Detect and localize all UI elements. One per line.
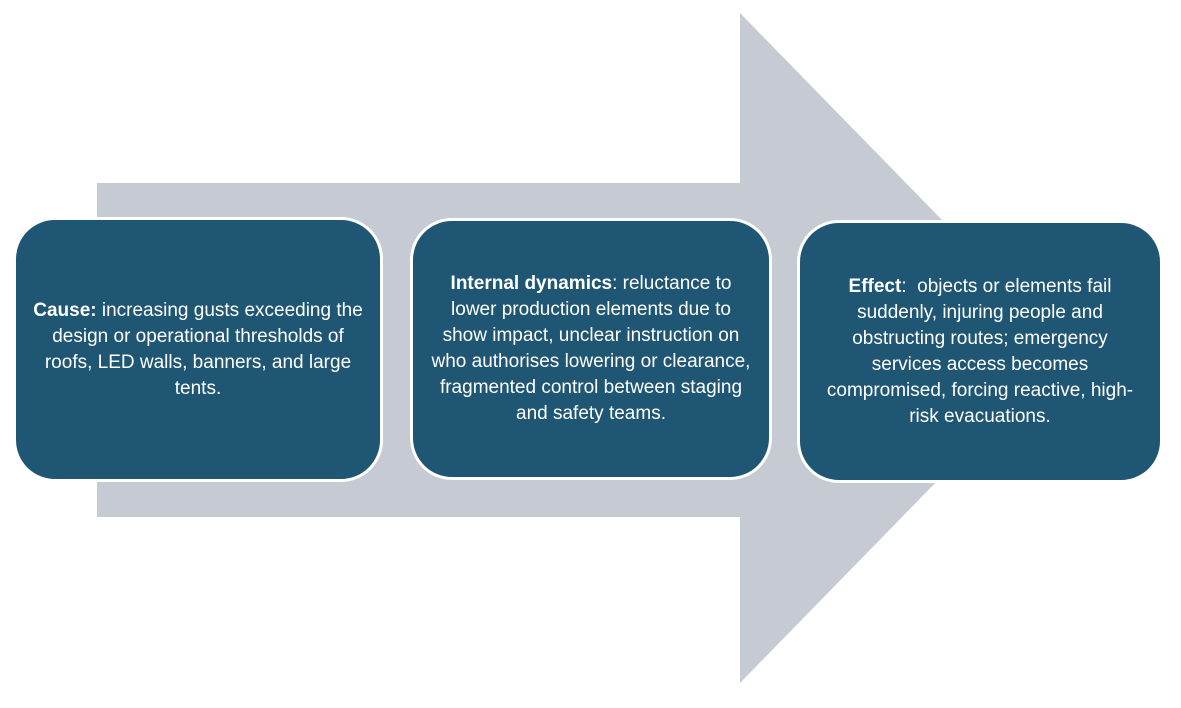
internal-dynamics-box: Internal dynamics: reluctance to lower p…	[410, 218, 772, 480]
internal-dynamics-box-body: : reluctance to lower production element…	[431, 273, 756, 424]
effect-box: Effect: objects or elements fail suddenl…	[797, 220, 1163, 483]
cause-box: Cause: increasing gusts exceeding the de…	[13, 217, 383, 482]
cause-box-text: Cause: increasing gusts exceeding the de…	[32, 298, 364, 402]
internal-dynamics-box-text: Internal dynamics: reluctance to lower p…	[429, 271, 753, 427]
cause-box-label: Cause:	[33, 299, 97, 321]
effect-box-text: Effect: objects or elements fail suddenl…	[816, 274, 1144, 430]
effect-box-label: Effect	[848, 275, 902, 297]
internal-dynamics-box-label: Internal dynamics	[450, 273, 613, 294]
cause-box-body: increasing gusts exceeding the design or…	[44, 299, 369, 399]
effect-box-body: : objects or elements fail suddenly, inj…	[826, 275, 1134, 427]
